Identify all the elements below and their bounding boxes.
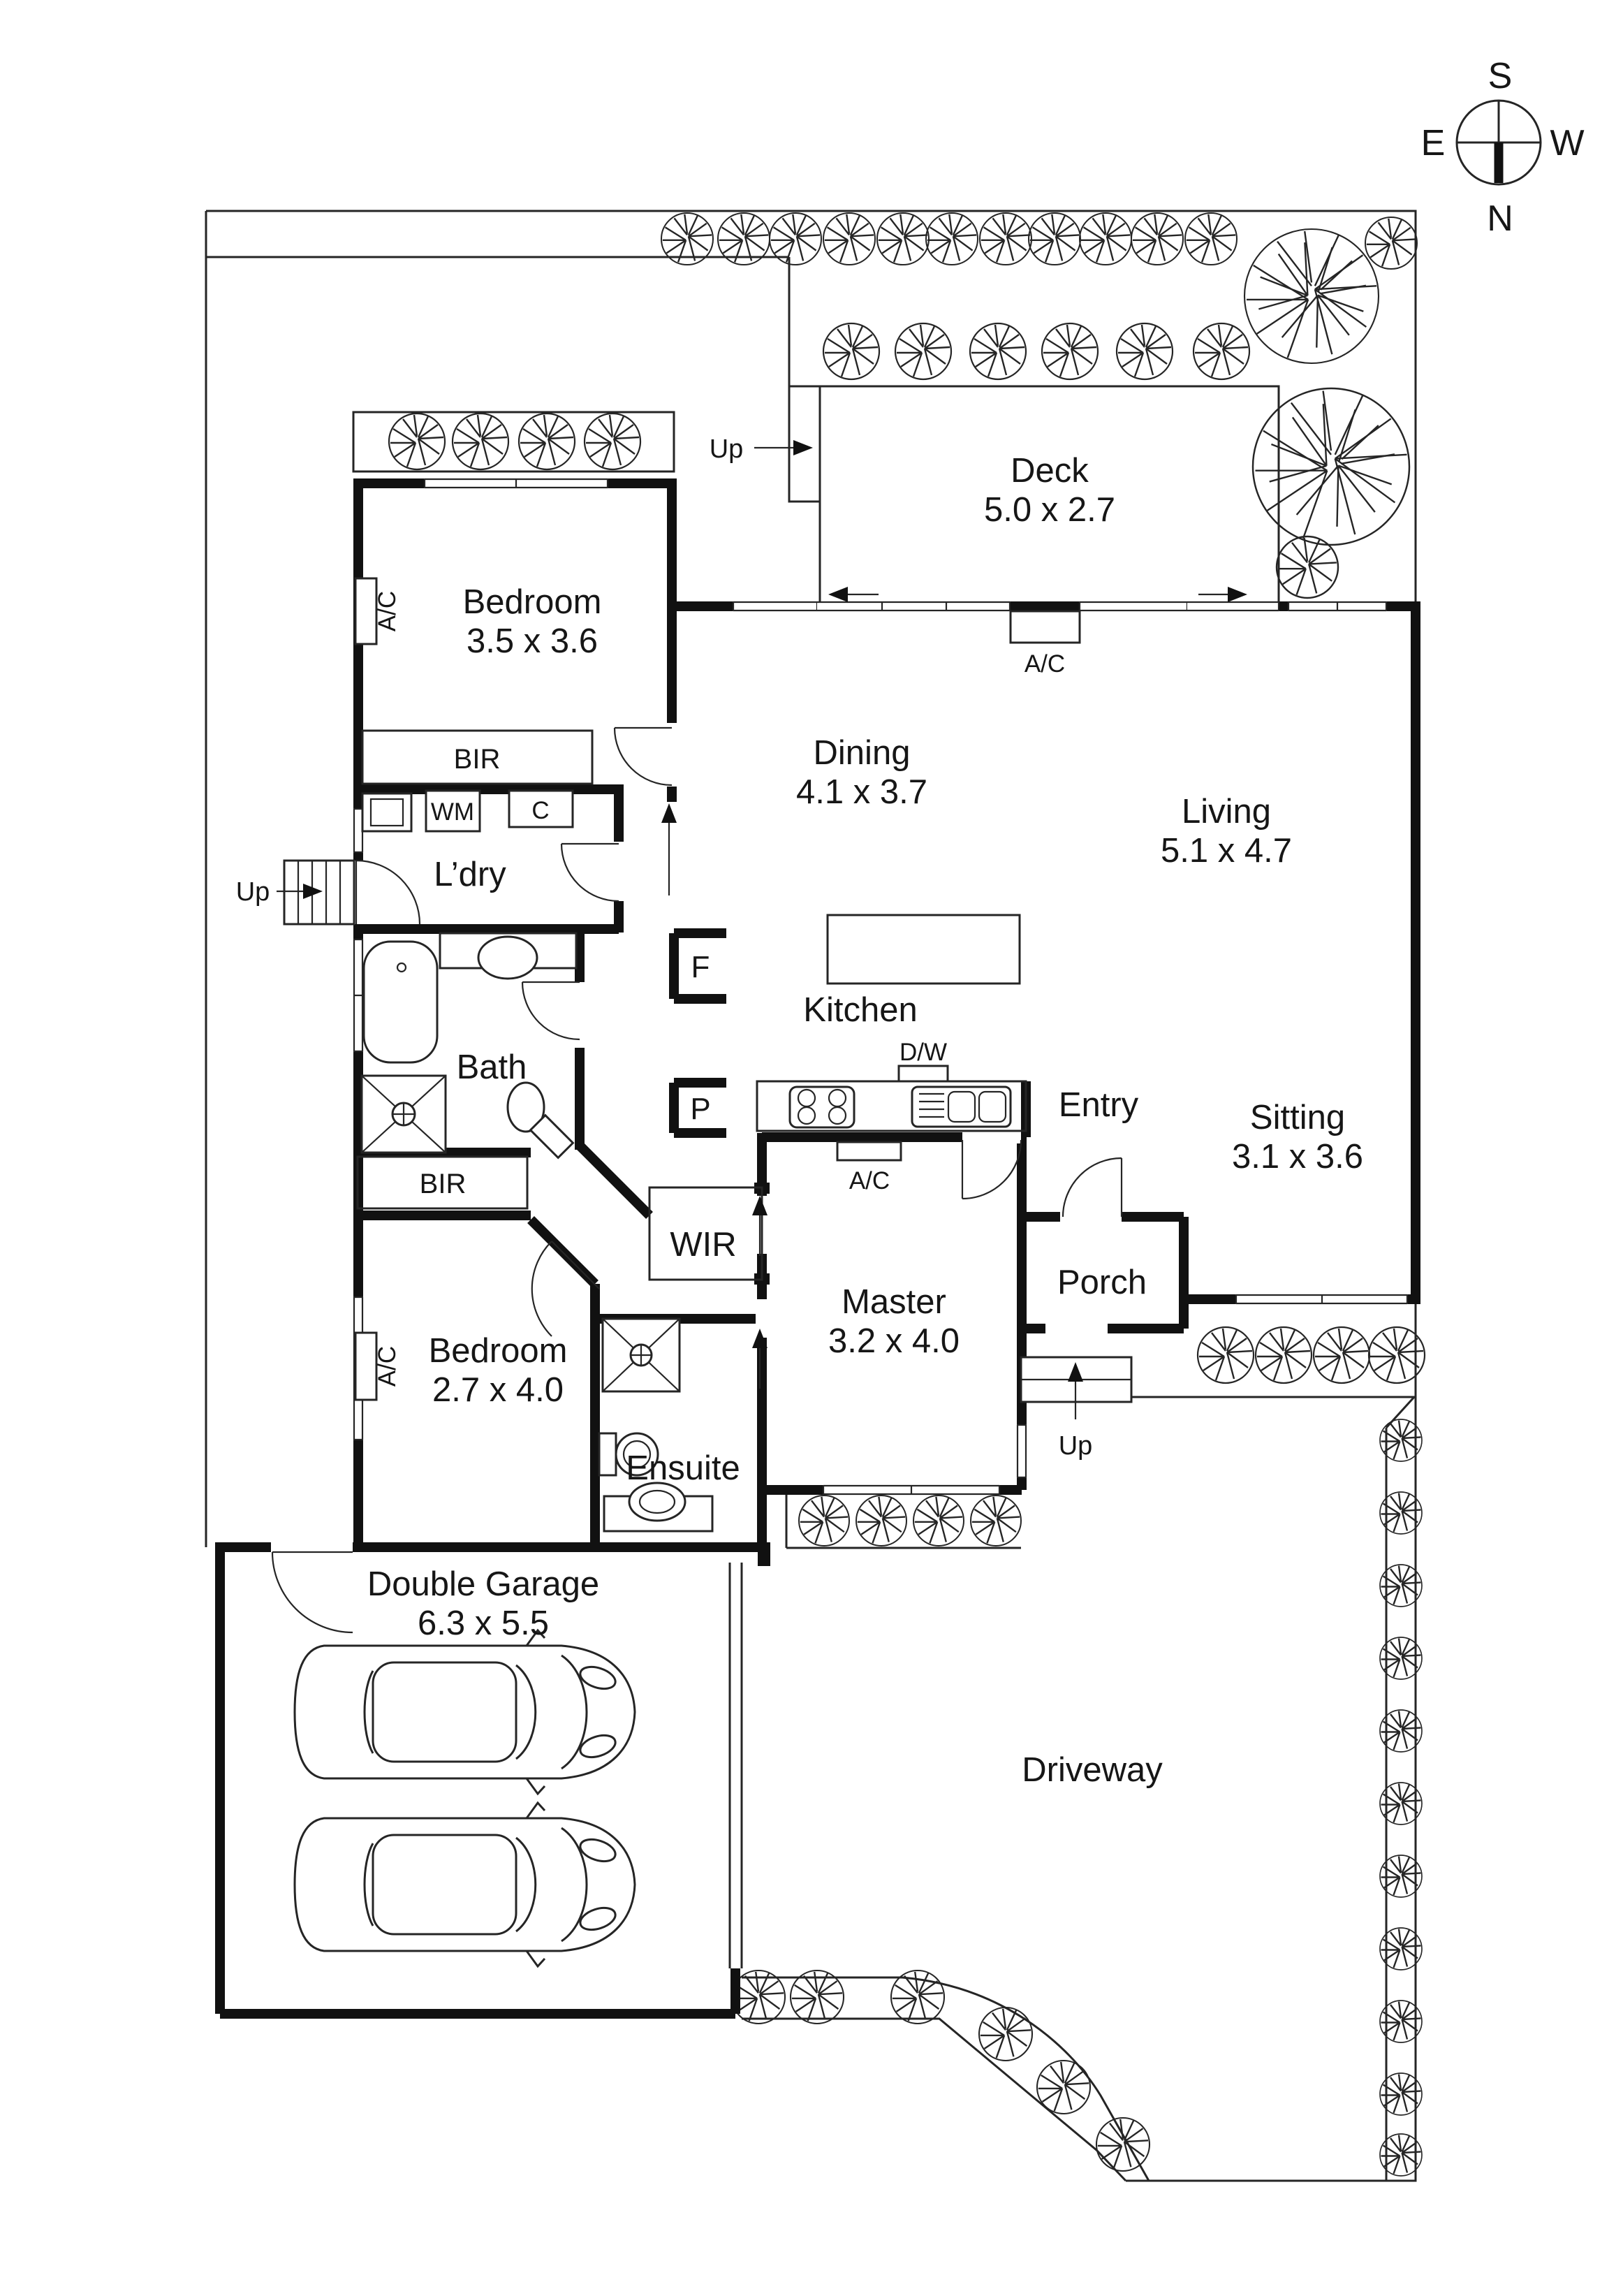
island-bench [826, 914, 1021, 985]
bir-robes [356, 729, 763, 1281]
garden-master-bed [785, 1494, 1021, 1549]
compass-west: W [1550, 123, 1584, 163]
ensuite-label: Ensuite [626, 1449, 740, 1487]
kitchen-bench [756, 1080, 1027, 1132]
cupboard [508, 789, 574, 828]
walls [215, 478, 1420, 2019]
ac-label-kitchen: A/C [849, 1167, 890, 1194]
window [1287, 601, 1388, 612]
door-swings [271, 726, 1123, 1634]
ac-unit [354, 1331, 378, 1401]
bath-label: Bath [457, 1048, 527, 1086]
up-label-deck: Up [710, 434, 744, 464]
ac-unit [354, 577, 378, 645]
door-openings [271, 723, 1122, 1553]
window [881, 601, 1011, 612]
kitchen-fixtures [756, 914, 1027, 1162]
garage-dims: 6.3 x 5.5 [418, 1604, 549, 1642]
deck-dims: 5.0 x 2.7 [984, 491, 1115, 529]
washing-machine [425, 789, 481, 833]
compass-north: N [1487, 198, 1513, 239]
cooktop [788, 1085, 855, 1129]
deck-outline [788, 385, 1280, 601]
compass-rose: S N E W [1421, 56, 1585, 239]
deck-label: Deck [1011, 452, 1089, 490]
bedroom1-dims: 3.5 x 3.6 [467, 622, 598, 660]
compass-east: E [1421, 123, 1446, 163]
bir1-label: BIR [454, 744, 501, 775]
kitchen-label: Kitchen [803, 991, 917, 1029]
bath-fixtures [360, 932, 578, 1160]
window [1252, 601, 1280, 612]
porch-label: Porch [1057, 1264, 1147, 1301]
ensuite-fixtures [598, 1317, 714, 1533]
ac-unit [1009, 610, 1081, 644]
laundry-label: L’dry [434, 856, 506, 893]
sliding-door-opening [817, 601, 882, 612]
direction-arrows [277, 440, 1247, 1419]
ac-label-deck: A/C [1025, 650, 1065, 678]
window [1078, 601, 1189, 612]
car-top-view [293, 1801, 636, 1968]
lot-boundary [205, 210, 1417, 2182]
car-top-view [293, 1629, 636, 1795]
window [822, 1484, 1001, 1496]
sliding-door-opening [1187, 601, 1252, 612]
bedroom2-label: Bedroom [429, 1332, 568, 1370]
bathtub [362, 940, 439, 1064]
toilet [615, 1432, 659, 1477]
window [353, 938, 364, 1053]
pantry-label: P [690, 1092, 710, 1126]
master-dims: 3.2 x 4.0 [828, 1322, 960, 1360]
tree-icon [1240, 221, 1386, 369]
dining-dims: 4.1 x 3.7 [796, 773, 927, 811]
ac-label-bedroom2: A/C [374, 1346, 401, 1387]
ac-unit [836, 1141, 902, 1162]
garden-bedroom1-bed [352, 411, 675, 473]
sitting-label: Sitting [1250, 1099, 1345, 1136]
bedroom1-label: Bedroom [463, 583, 602, 621]
ac-label-bedroom1: A/C [374, 591, 401, 631]
window [732, 601, 818, 612]
dishwasher-label: D/W [899, 1039, 947, 1066]
bedroom2-dims: 2.7 x 4.0 [432, 1371, 564, 1409]
up-label-laundry: Up [236, 877, 270, 907]
window [423, 478, 609, 489]
ac-units [354, 577, 1081, 1401]
compass-south: S [1488, 56, 1513, 96]
windows [353, 478, 1409, 1496]
garden-porch-bed [1198, 1327, 1425, 1383]
garage-door [728, 1563, 743, 1968]
living-dims: 5.1 x 4.7 [1161, 832, 1292, 870]
basin [477, 935, 538, 980]
master-label: Master [842, 1283, 946, 1321]
dining-label: Dining [814, 734, 911, 772]
driveway-label: Driveway [1022, 1751, 1163, 1789]
basin [628, 1482, 686, 1522]
garden-top-row [661, 213, 1418, 598]
tree-icon [1247, 380, 1418, 552]
wir-robe [648, 1186, 763, 1281]
up-label-porch: Up [1059, 1431, 1093, 1461]
cupboard-label: C [531, 797, 549, 824]
wir-label: WIR [670, 1226, 736, 1264]
bir2-label: BIR [420, 1169, 467, 1199]
window [1016, 1424, 1027, 1479]
sink [911, 1085, 1012, 1128]
sitting-dims: 3.1 x 3.6 [1232, 1138, 1363, 1176]
dishwasher [897, 1065, 949, 1083]
entry-label: Entry [1059, 1086, 1139, 1124]
fridge-label: F [691, 950, 710, 984]
garage-label: Double Garage [367, 1565, 599, 1603]
wm-label: WM [431, 798, 474, 826]
living-label: Living [1182, 793, 1271, 831]
toilet [506, 1081, 545, 1133]
laundry-fixtures [283, 789, 574, 926]
window [1235, 1294, 1409, 1305]
